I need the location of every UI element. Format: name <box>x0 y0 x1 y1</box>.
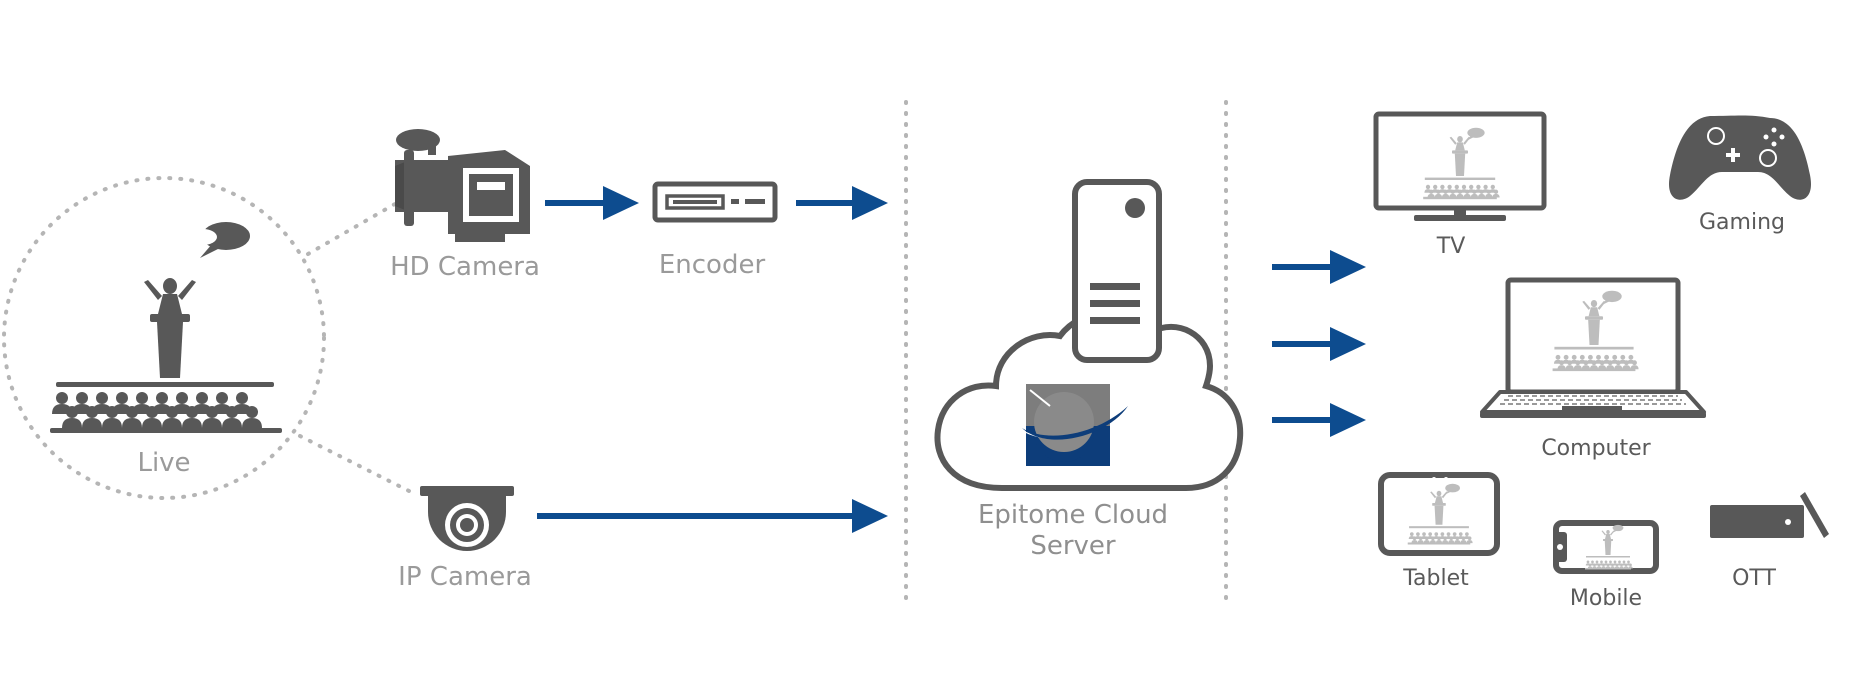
dome-camera-icon <box>420 486 514 551</box>
video-camera-icon <box>395 129 530 242</box>
arrow-server-mobile-devices <box>1272 403 1366 437</box>
arrow-server-tv <box>1272 250 1366 284</box>
arrow-hdcamera-encoder <box>545 186 639 220</box>
hd-camera-label: HD Camera <box>390 252 540 282</box>
tablet-icon <box>1378 472 1500 556</box>
connector-live-hd-camera <box>306 202 397 256</box>
speaker-audience-icon <box>50 222 282 433</box>
mobile-label: Mobile <box>1569 586 1643 611</box>
server-label: Epitome Cloud Server <box>977 500 1169 562</box>
tv-icon <box>1373 111 1547 221</box>
computer-label: Computer <box>1541 436 1651 461</box>
mobile-icon <box>1553 520 1659 574</box>
laptop-icon <box>1480 277 1706 418</box>
arrow-ipcamera-server <box>537 499 888 533</box>
gamepad-icon <box>1669 115 1811 200</box>
ott-label: OTT <box>1732 566 1776 591</box>
arrow-server-computer <box>1272 327 1366 361</box>
arrow-encoder-server <box>796 186 888 220</box>
gaming-label: Gaming <box>1699 210 1785 235</box>
encoder-icon <box>652 181 778 223</box>
live-source-circle <box>2 176 326 500</box>
ip-camera-label: IP Camera <box>398 562 532 592</box>
tablet-label: Tablet <box>1403 566 1469 591</box>
connector-live-ip-camera <box>298 434 417 496</box>
live-label: Live <box>137 448 191 478</box>
encoder-label: Encoder <box>658 250 766 280</box>
ott-stick-icon <box>1710 492 1829 538</box>
tv-label: TV <box>1436 234 1466 259</box>
epitome-logo-icon <box>1018 384 1132 466</box>
